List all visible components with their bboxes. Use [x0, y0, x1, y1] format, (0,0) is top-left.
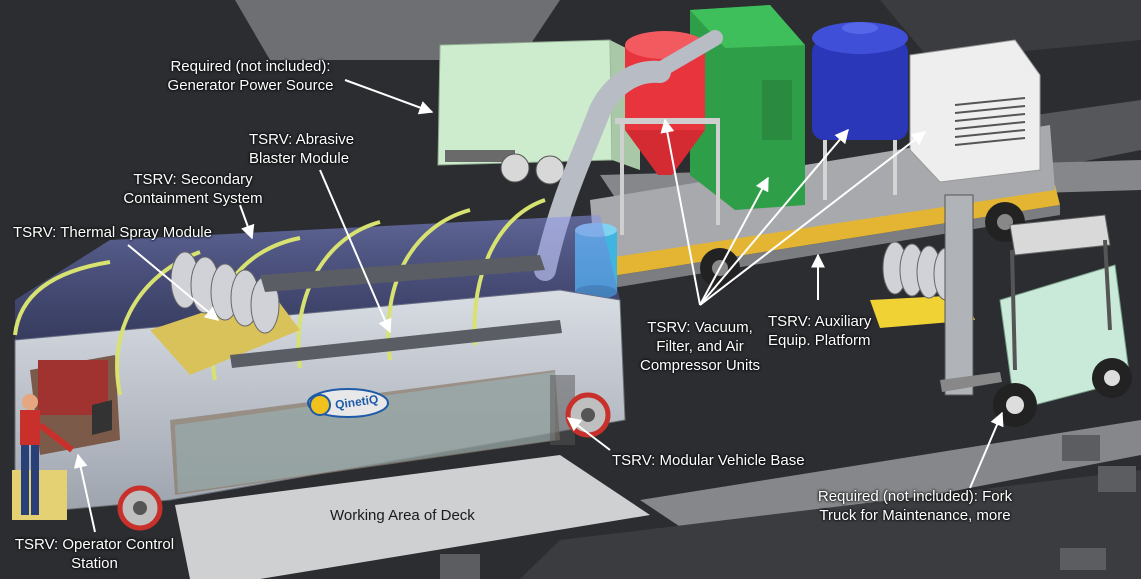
- thermal-spray-module: [150, 251, 562, 375]
- forklift: [940, 194, 1132, 427]
- arrow-vehicle-base: [566, 417, 611, 451]
- working-area-slab: [175, 455, 650, 579]
- label-operator-control-station: TSRV: Operator Control Station: [14, 536, 175, 572]
- label-thermal-spray: TSRV: Thermal Spray Module: [13, 224, 212, 241]
- blue-tank: [812, 22, 908, 200]
- arrow-vacuum-1: [660, 118, 701, 306]
- label-abrasive-blaster: TSRV: Abrasive Blaster Module: [249, 131, 355, 167]
- arrow-generator: [344, 79, 434, 115]
- label-modular-vehicle-base: TSRV: Modular Vehicle Base: [612, 452, 805, 469]
- label-secondary-containment: TSRV: Secondary Containment System: [123, 171, 263, 207]
- arrow-abrasive: [319, 169, 392, 334]
- label-working-area: Working Area of Deck: [330, 507, 475, 524]
- operator-figure: [12, 394, 74, 520]
- arrow-secondary: [239, 204, 255, 240]
- arrow-operator: [73, 453, 96, 533]
- label-auxiliary-platform: TSRV: Auxiliary Equip. Platform: [768, 313, 872, 349]
- arrow-vacuum-4: [699, 131, 927, 306]
- label-vacuum-filter-compressor: TSRV: Vacuum, Filter, and Air Compressor…: [639, 319, 761, 374]
- arrow-thermal: [127, 244, 220, 321]
- arrow-forktruck: [969, 411, 1004, 489]
- annotation-arrows: [73, 79, 1004, 533]
- label-generator: Required (not included): Generator Power…: [167, 58, 334, 94]
- arrow-vacuum-3: [699, 128, 849, 306]
- label-fork-truck: Required (not included): Fork Truck for …: [817, 488, 1013, 524]
- generator: [437, 39, 640, 185]
- compressor-box: [909, 39, 1041, 183]
- arrow-vacuum-2: [699, 176, 769, 306]
